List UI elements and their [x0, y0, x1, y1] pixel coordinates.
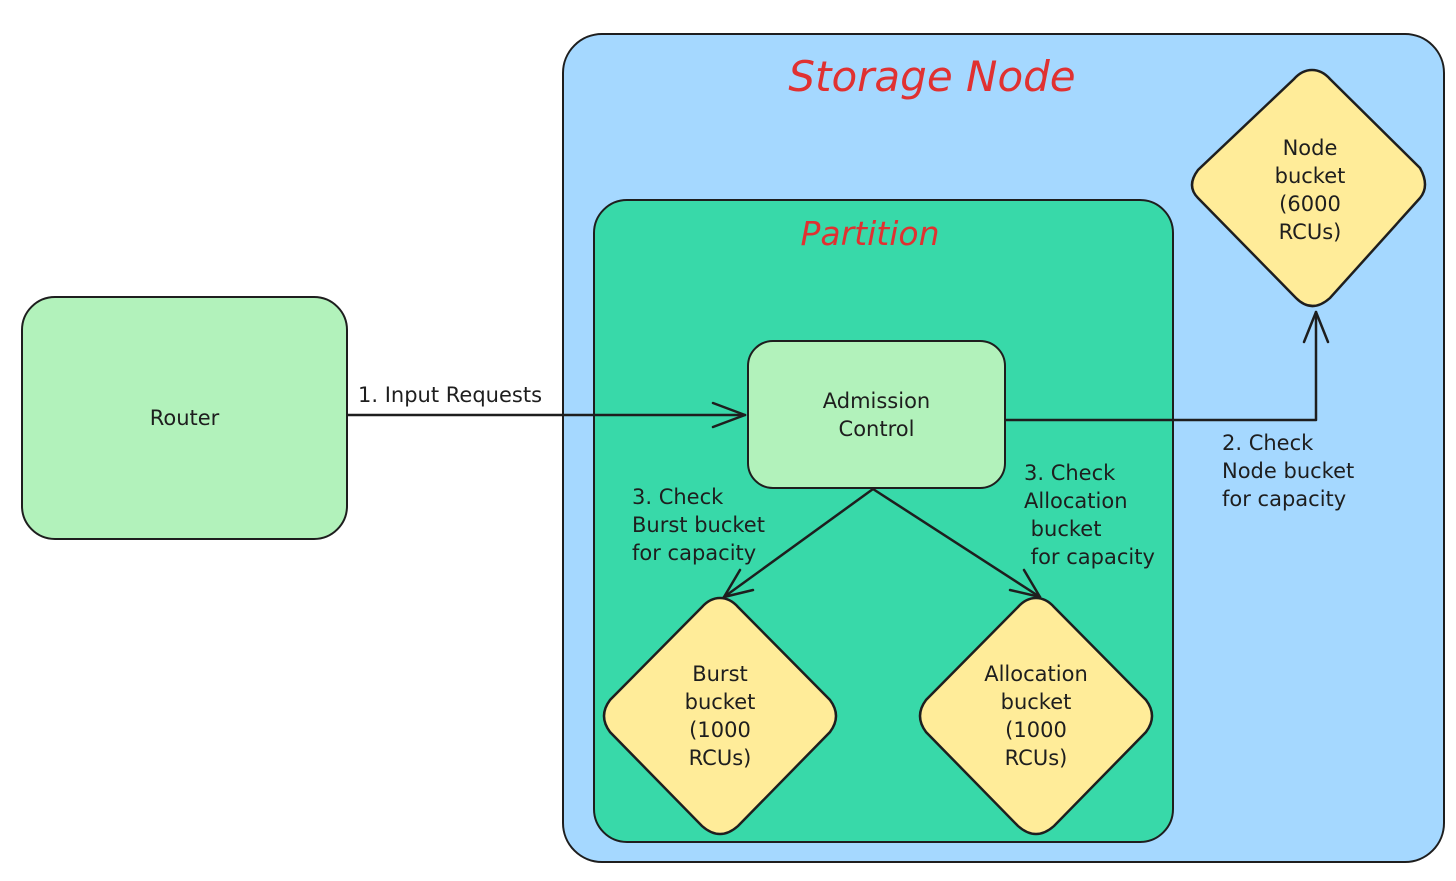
- node-bucket-diamond: [1190, 68, 1427, 308]
- edge-label-check-burst: 3. Check Burst bucket for capacity: [632, 485, 765, 565]
- burst-bucket-diamond: [602, 596, 838, 836]
- admission-control-box: [747, 340, 1006, 489]
- allocation-bucket-label: Allocation bucket (1000 RCUs): [984, 662, 1088, 770]
- burst-bucket-label: Burst bucket (1000 RCUs): [684, 662, 756, 770]
- router-box: [21, 296, 348, 540]
- arrow-check-burst-head: [722, 568, 755, 599]
- edge-label-input-requests: 1. Input Requests: [358, 383, 543, 407]
- edge-label-check-node: 2. Check Node bucket for capacity: [1222, 431, 1355, 511]
- arrow-input-requests-head: [711, 401, 747, 429]
- storage-node-title: Storage Node: [788, 52, 1076, 101]
- arrow-check-allocation-head: [1008, 568, 1042, 599]
- arrow-check-allocation: [871, 487, 1042, 599]
- arrow-check-node: [1004, 310, 1318, 422]
- allocation-bucket-diamond: [918, 596, 1154, 836]
- edge-label-check-allocation: 3. Check Allocation bucket for capacity: [1024, 461, 1155, 569]
- router-label: Router: [149, 406, 220, 430]
- admission-control-label: Admission Control: [822, 388, 931, 441]
- node-bucket-label: Node bucket (6000 RCUs): [1274, 136, 1346, 244]
- arrow-check-node-head: [1302, 310, 1330, 344]
- arrow-check-burst: [722, 487, 875, 599]
- partition-title: Partition: [800, 214, 940, 253]
